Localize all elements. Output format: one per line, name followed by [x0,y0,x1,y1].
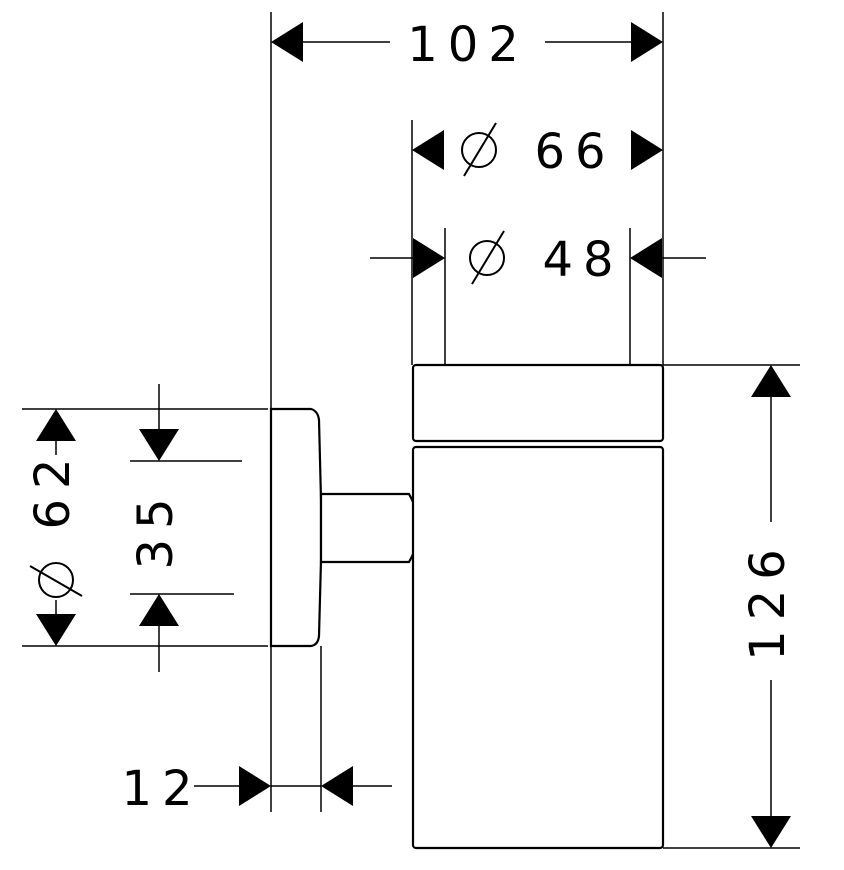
dimension-total-height: 126 [740,365,796,848]
outer-diameter-label: 66 [534,124,615,180]
diameter-symbol-icon [469,230,505,285]
dimension-outer-diameter: 66 [412,122,663,180]
dimension-inner-diameter: 48 [370,230,706,288]
cup-body [411,445,665,850]
total-height-label: 126 [740,539,796,661]
dimension-arm-height: 35 [128,384,184,672]
diameter-symbol-icon [461,122,497,177]
dimension-rosette-diameter: 62 [25,409,83,646]
inner-diameter-label: 48 [542,232,623,288]
arm-height-label: 35 [128,488,184,569]
extension-lines [22,12,800,849]
dimension-rosette-thickness: 12 [121,761,392,817]
overall-width-label: 102 [407,17,529,73]
wall-rosette [269,407,323,648]
cup-rim [411,363,665,443]
dimension-overall-width: 102 [271,17,663,73]
rosette-diameter-label: 62 [25,448,81,529]
diameter-symbol-icon [29,562,83,598]
connecting-arm [319,492,421,564]
object-outline [269,363,665,850]
rosette-thickness-label: 12 [121,761,202,817]
